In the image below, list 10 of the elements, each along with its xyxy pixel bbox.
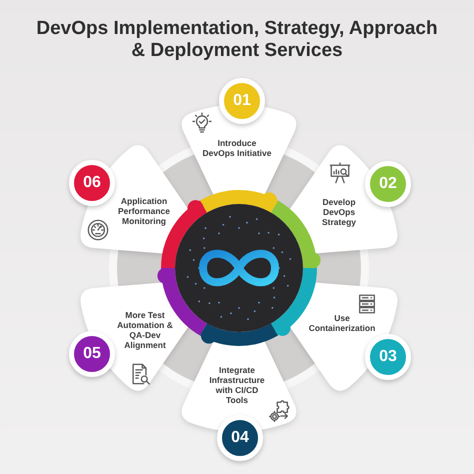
step-label: Develop DevOps Strategy [320, 197, 357, 227]
number-badge: 03 [365, 334, 411, 380]
step-label: Use Containerization [308, 313, 376, 333]
petal-card [287, 145, 411, 254]
step-label: Application Performance Monitoring [117, 196, 171, 226]
step-label: More Test Automation & QA-Dev Alignment [116, 310, 174, 350]
step-label: Integrate Infrastructure with CI/CD Tools [208, 365, 266, 405]
petal-card [69, 282, 191, 391]
title: DevOps Implementation, Strategy, Approach & Deployment Services [35, 18, 439, 62]
step-label: Introduce DevOps Initiative [202, 138, 272, 158]
